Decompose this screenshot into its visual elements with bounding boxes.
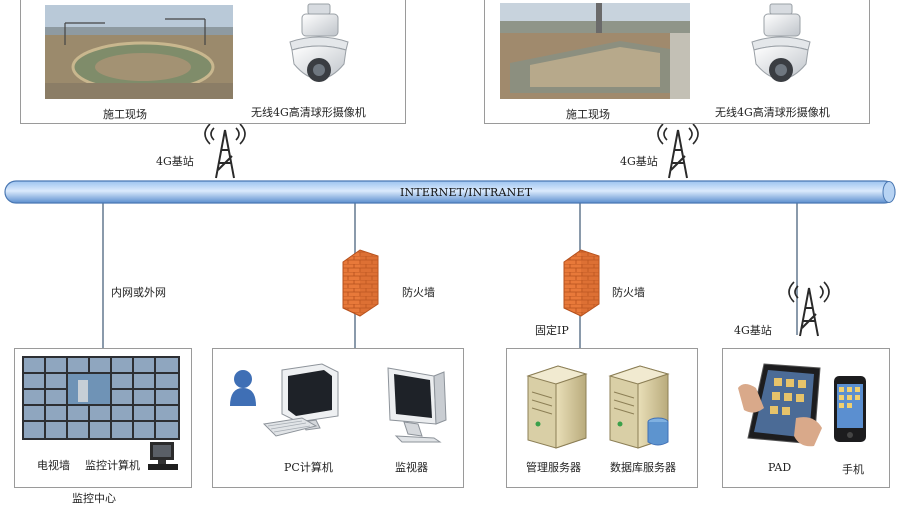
management-server-label: 管理服务器 bbox=[526, 461, 581, 474]
base-station-label: 4G基站 bbox=[734, 324, 772, 337]
database-server-icon bbox=[606, 362, 682, 452]
phone-label: 手机 bbox=[842, 463, 864, 476]
firewall-label: 防火墙 bbox=[402, 286, 435, 299]
pc-label: PC计算机 bbox=[284, 461, 333, 474]
mobile-phone-icon bbox=[832, 374, 868, 444]
monitor-center-caption: 监控中心 bbox=[72, 492, 116, 505]
backbone-label: INTERNET/INTRANET bbox=[400, 186, 533, 199]
cell-tower-icon bbox=[657, 123, 699, 179]
base-station-label: 4G基站 bbox=[620, 155, 658, 168]
pc-computer-icon bbox=[262, 360, 352, 450]
internet-backbone-pipe bbox=[4, 180, 896, 204]
monitor-pc-label: 监控计算机 bbox=[85, 459, 140, 472]
monitor-label: 监视器 bbox=[395, 461, 428, 474]
construction-site-photo bbox=[500, 3, 690, 99]
firewall-icon bbox=[342, 249, 379, 317]
user-icon bbox=[228, 368, 258, 408]
site-photo-label: 施工现场 bbox=[566, 108, 610, 121]
tv-wall-label: 电视墙 bbox=[37, 459, 70, 472]
site-photo-label: 施工现场 bbox=[103, 108, 147, 121]
tv-wall-image bbox=[22, 356, 180, 440]
base-station-label: 4G基站 bbox=[156, 155, 194, 168]
cell-tower-icon bbox=[788, 281, 830, 337]
fixed-ip-label: 固定IP bbox=[535, 324, 569, 337]
monitor-link-label: 内网或外网 bbox=[111, 286, 166, 299]
camera-label: 无线4G高清球形摄像机 bbox=[715, 106, 830, 119]
display-monitor-icon bbox=[378, 362, 458, 450]
dome-camera-icon bbox=[284, 2, 354, 98]
database-server-label: 数据库服务器 bbox=[610, 461, 676, 474]
pad-label: PAD bbox=[768, 461, 792, 474]
firewall-label: 防火墙 bbox=[612, 286, 645, 299]
firewall-icon bbox=[563, 249, 600, 317]
cell-tower-icon bbox=[204, 123, 246, 179]
construction-site-photo bbox=[45, 5, 233, 99]
dome-camera-icon bbox=[746, 2, 816, 98]
management-server-icon bbox=[524, 362, 594, 450]
tablet-pad-icon bbox=[734, 358, 826, 450]
monitor-computer-icon bbox=[146, 440, 180, 472]
camera-label: 无线4G高清球形摄像机 bbox=[251, 106, 366, 119]
